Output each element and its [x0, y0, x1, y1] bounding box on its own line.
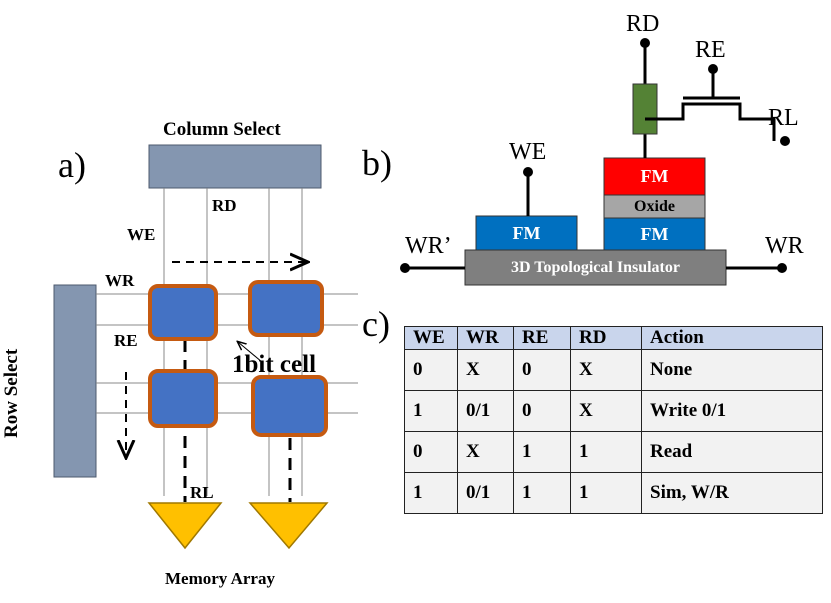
fm-layer-left	[475, 215, 578, 251]
cell-re: 0	[513, 390, 571, 432]
cell-wr: 0/1	[457, 472, 514, 514]
cell-rd: X	[570, 349, 642, 391]
memory-cell	[248, 280, 324, 337]
memory-array-title: Memory Array	[165, 569, 275, 588]
transistor-channel	[645, 102, 776, 141]
wr-label: WR	[105, 271, 135, 290]
cell-we: 0	[404, 431, 458, 473]
re-label: RE	[114, 331, 138, 350]
topological-insulator-layer	[464, 249, 727, 286]
truth-table-header-row: WE WR RE RD Action	[404, 326, 823, 350]
rl-terminal	[780, 136, 790, 146]
truth-table: WE WR RE RD Action 0 X 0 X None 1 0/1 0 …	[404, 326, 823, 514]
wr-prime-terminal	[400, 263, 410, 273]
table-row: 0 X 0 X None	[404, 349, 823, 391]
cell-wr: 0/1	[457, 390, 514, 432]
re-terminal	[708, 64, 718, 74]
header-action: Action	[641, 326, 823, 350]
cell-rd: 1	[570, 431, 642, 473]
table-row: 1 0/1 1 1 Sim, W/R	[404, 472, 823, 514]
we-label: WE	[127, 225, 156, 244]
fm-left-label: FM	[512, 222, 541, 243]
rd-label: RD	[212, 196, 237, 215]
sense-amplifier	[248, 502, 329, 550]
panel-b-label: b)	[362, 143, 392, 183]
fm-bottom-label: FM	[640, 223, 669, 244]
cell-action: Write 0/1	[641, 390, 823, 432]
re-terminal-label: RE	[695, 37, 726, 63]
wr-prime-terminal-label: WR’	[405, 233, 452, 259]
rl-terminal-label: RL	[768, 105, 799, 131]
rl-dashed-lines	[183, 340, 292, 502]
wr-terminal	[777, 263, 787, 273]
cell-action: None	[641, 349, 823, 391]
fm-layer-top	[603, 157, 706, 196]
fm-layer-bottom	[603, 217, 706, 251]
we-terminal	[523, 167, 533, 177]
cell-wr: X	[457, 349, 514, 391]
header-we: WE	[404, 326, 458, 350]
substrate-label: 3D Topological Insulator	[511, 258, 680, 276]
cell-rd: 1	[570, 472, 642, 514]
rd-terminal-label: RD	[626, 11, 660, 37]
rd-terminal	[640, 38, 650, 48]
cell-action: Sim, W/R	[641, 472, 823, 514]
memory-cell	[148, 284, 218, 341]
cell-re: 0	[513, 349, 571, 391]
cell-re: 1	[513, 431, 571, 473]
column-lines	[163, 188, 303, 496]
header-rd: RD	[570, 326, 642, 350]
wr-terminal-label: WR	[765, 233, 804, 259]
header-wr: WR	[457, 326, 514, 350]
cell-rd: X	[570, 390, 642, 432]
row-select-block	[53, 284, 97, 478]
table-row: 0 X 1 1 Read	[404, 431, 823, 473]
cell-pointer-arrow	[238, 342, 263, 363]
cell-we: 0	[404, 349, 458, 391]
sense-amplifier	[147, 502, 223, 550]
column-select-title: Column Select	[163, 119, 281, 140]
rl-label: RL	[190, 483, 214, 502]
memory-cell	[251, 375, 328, 437]
row-select-title: Row Select	[1, 348, 22, 438]
memory-cell	[148, 369, 218, 428]
resistor	[632, 83, 658, 135]
header-re: RE	[513, 326, 571, 350]
cell-re: 1	[513, 472, 571, 514]
fm-top-label: FM	[640, 166, 669, 186]
cell-we: 1	[404, 390, 458, 432]
cell-we: 1	[404, 472, 458, 514]
one-bit-cell-label: 1bit cell	[232, 351, 317, 378]
oxide-label: Oxide	[634, 197, 675, 215]
we-terminal-label: WE	[509, 139, 547, 165]
panel-c-label: c)	[362, 304, 390, 344]
cell-action: Read	[641, 431, 823, 473]
table-row: 1 0/1 0 X Write 0/1	[404, 390, 823, 432]
column-select-block	[148, 144, 322, 189]
cell-wr: X	[457, 431, 514, 473]
panel-a-label: a)	[58, 145, 86, 185]
